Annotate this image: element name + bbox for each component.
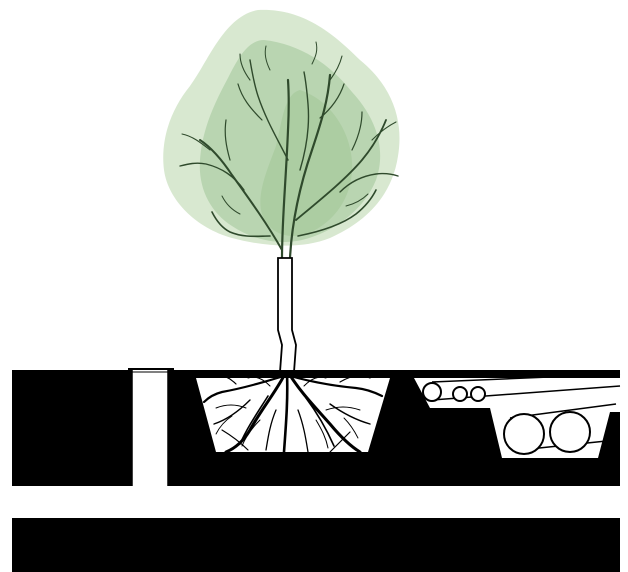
ground-left-block bbox=[12, 370, 132, 486]
post-icon bbox=[128, 369, 174, 486]
small-pipe-3 bbox=[471, 387, 485, 401]
large-pipe-2 bbox=[550, 412, 590, 452]
tree-trunk bbox=[278, 258, 296, 372]
large-pipe-1 bbox=[504, 414, 544, 454]
planting-pit-surround bbox=[192, 370, 412, 486]
ground-mid-block bbox=[168, 370, 192, 486]
small-pipe-1 bbox=[423, 383, 441, 401]
small-pipe-2 bbox=[453, 387, 467, 401]
bedrock-band bbox=[12, 518, 620, 572]
ground-layer bbox=[12, 370, 620, 572]
tree-canopy bbox=[163, 10, 399, 246]
roots-icon bbox=[204, 372, 382, 452]
